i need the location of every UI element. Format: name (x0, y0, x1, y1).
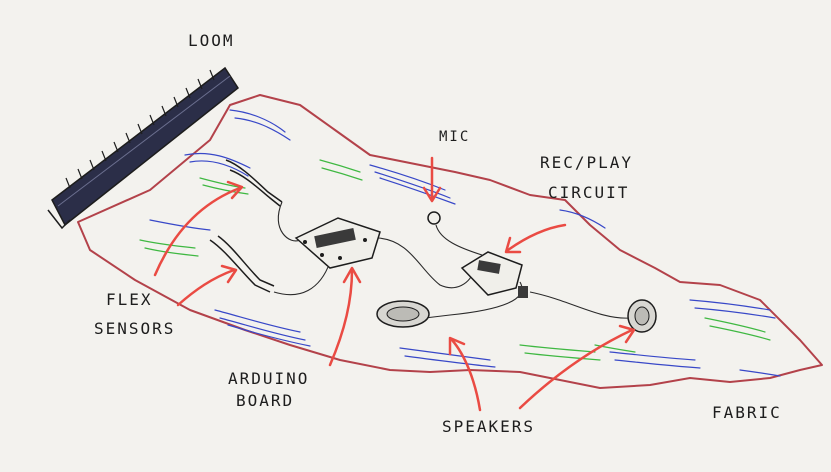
arduino-board (294, 217, 381, 269)
green-thread-strokes (139, 159, 771, 361)
arrow-flex-lower (176, 268, 236, 307)
flex-sensors (209, 159, 283, 293)
label-loom: LOOM (188, 31, 235, 50)
arrow-speaker-right (518, 328, 634, 410)
label-flex: FLEX (106, 290, 153, 309)
label-circuit: CIRCUIT (548, 183, 630, 202)
speaker-right (627, 299, 657, 333)
arrow-flex-upper (153, 186, 242, 277)
rec-play-circuit (460, 251, 528, 298)
arrow-rec-play (506, 223, 567, 252)
fabric-outline (77, 94, 823, 389)
label-board: BOARD (236, 391, 295, 410)
flex-sensor-lower (209, 239, 271, 293)
mic (427, 211, 441, 225)
arrow-speaker-left (450, 338, 482, 412)
label-rec-play: REC/PLAY (540, 153, 634, 172)
wires (273, 201, 631, 319)
annotation-arrows (153, 156, 636, 412)
arrow-arduino (328, 268, 354, 367)
label-speakers: SPEAKERS (442, 417, 536, 436)
blue-thread-strokes (149, 109, 781, 377)
label-sensors: SENSORS (94, 319, 176, 338)
flex-sensor-upper (225, 159, 283, 203)
label-mic: MIC (439, 129, 471, 145)
label-arduino: ARDUINO (228, 369, 310, 388)
speaker-left (376, 300, 430, 328)
label-fabric: FABRIC (712, 403, 782, 422)
loom (47, 66, 240, 230)
